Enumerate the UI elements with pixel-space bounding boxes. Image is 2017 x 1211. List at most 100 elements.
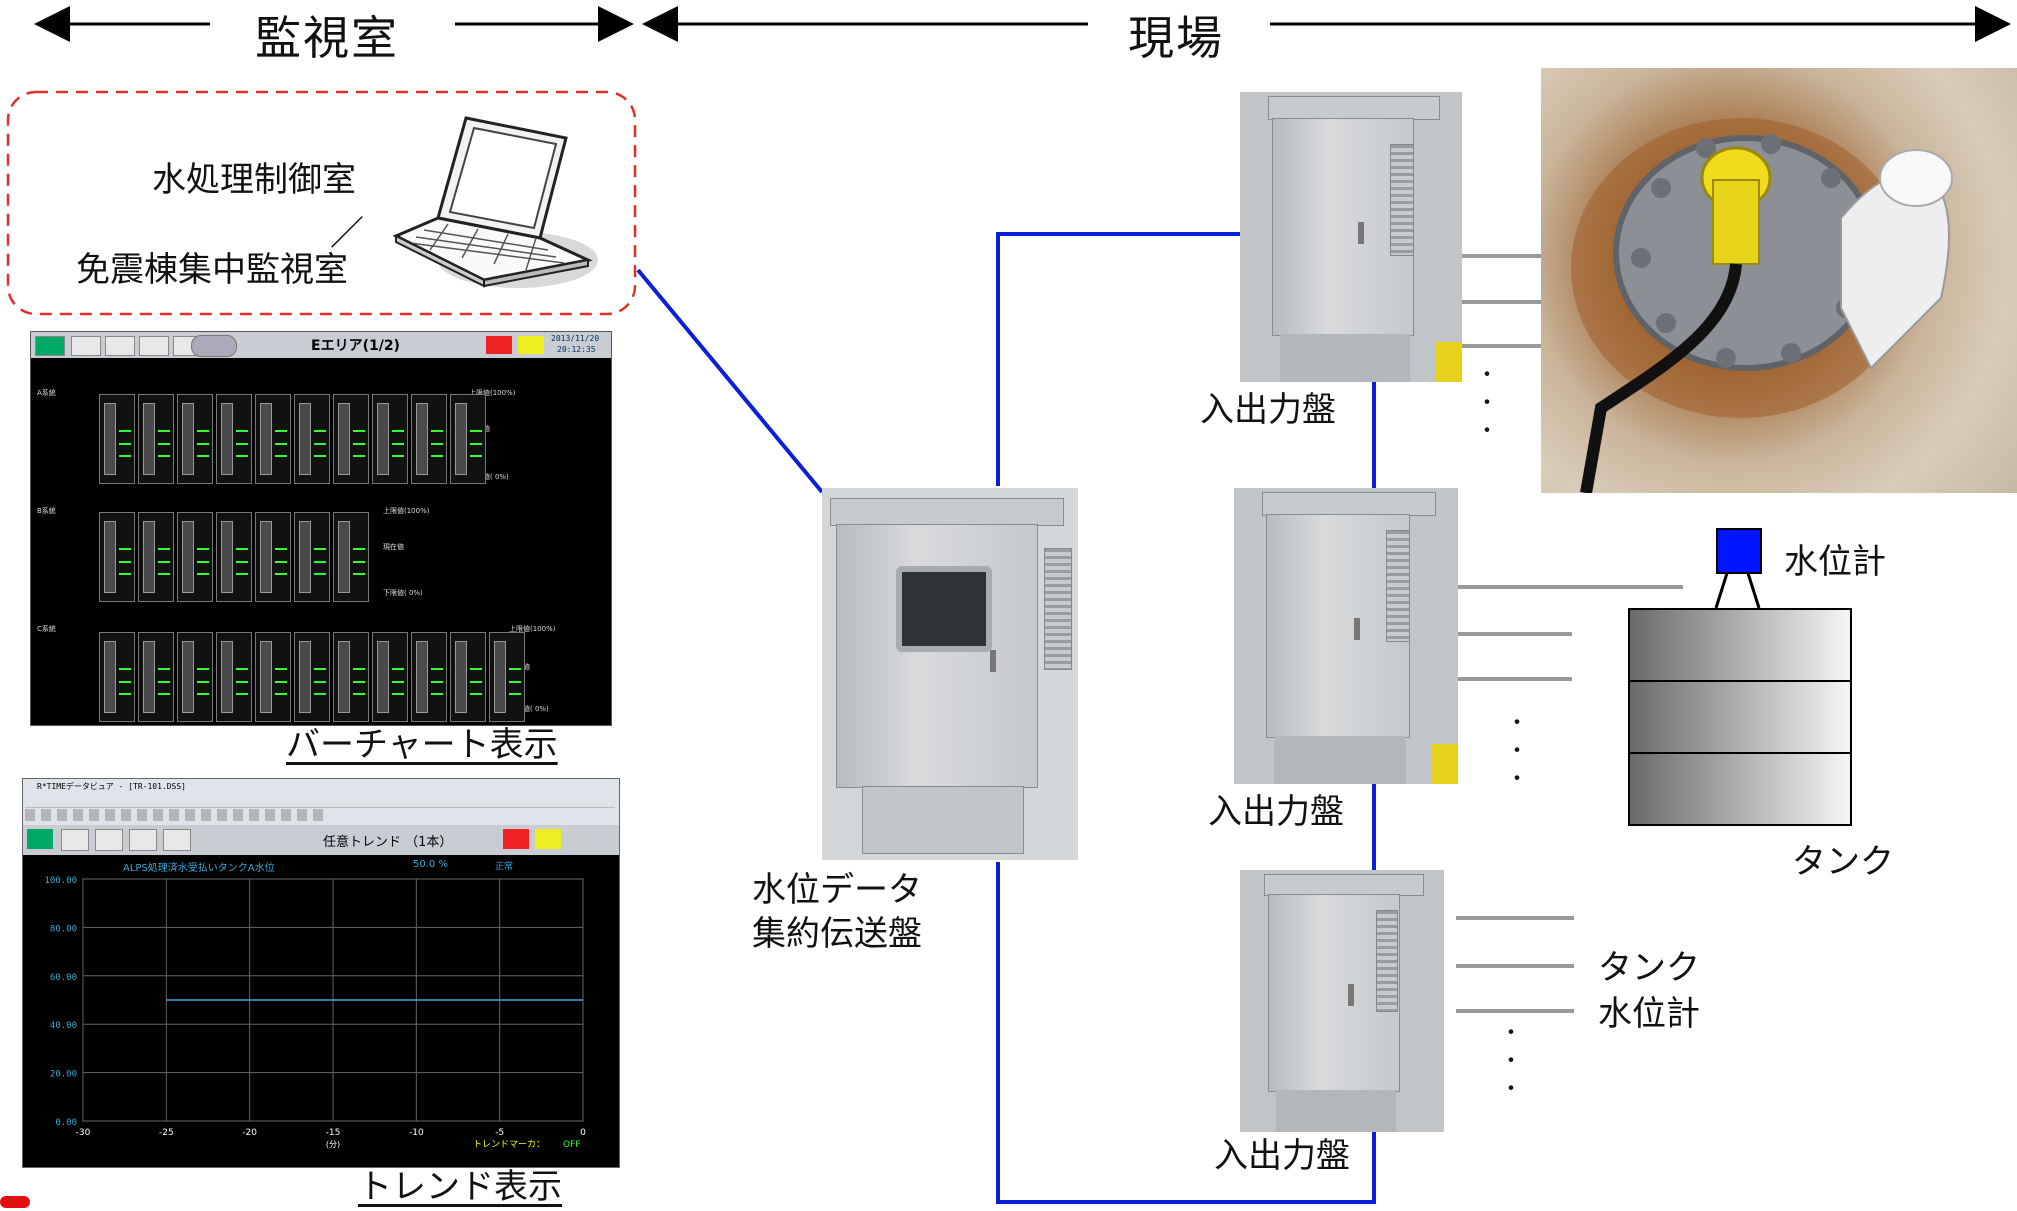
bar-screen-title: Eエリア(1/2) [311,338,400,354]
ellipsis-1: ・ ・ ・ [1476,363,1499,444]
room-label-seismic-building: 免震棟集中監視室 [76,250,348,290]
gauge-0-8 [411,394,447,484]
row-label-b: B系統 [37,507,56,515]
level-sensor [1716,528,1762,574]
status-lower-a: 下限値( 0%) [469,473,509,481]
trend-series-value: 50.0 % [413,859,448,870]
io-panel-3-label: 入出力盤 [1214,1136,1350,1176]
trend-x-tick: -30 [76,1128,91,1138]
gauge-0-4 [255,394,291,484]
gauge-2-2 [177,632,213,722]
trend-x-tick: 0 [580,1128,586,1138]
network-trunk [996,232,1244,486]
gauge-1-0 [99,512,135,602]
status-lower-c: 下限値( 0%) [509,705,549,713]
status-upper-b: 上限値(100%) [383,507,430,515]
gauge-2-0 [99,632,135,722]
bar-screen-toolbar: Eエリア(1/2) 2013/11/20 20:12:35 [31,332,611,358]
ellipsis-3: ・ ・ ・ [1500,1021,1523,1102]
trend-window-bar: R*TIMEデータビュア - [TR-101.DSS] [23,779,619,826]
level-gauge-photo [1541,68,2017,493]
gauge-0-3 [216,394,252,484]
status-lower-b: 下限値( 0%) [383,589,423,597]
ellipsis-2: ・ ・ ・ [1506,711,1529,792]
status-upper-a: 上限値(100%) [469,389,516,397]
gauge-0-9 [450,394,486,484]
trend-plot: 100.0080.0060.0040.0020.000.00-30-25-20-… [44,876,586,1150]
trend-y-tick: 20.00 [50,1070,77,1080]
io-panel-1-label: 入出力盤 [1200,390,1336,430]
bar-chart-screen: Eエリア(1/2) 2013/11/20 20:12:35 A系統 B系統 C系… [30,331,612,726]
trend-x-tick: -15 [326,1128,341,1138]
monitor-room-box [6,90,637,316]
bar-chart-caption: バーチャート表示 [286,725,558,765]
tank [1628,608,1852,826]
gauge-2-3 [216,632,252,722]
trend-y-tick: 0.00 [55,1118,77,1128]
room-label-water-control: 水処理制御室 [152,160,356,200]
gauge-1-1 [138,512,174,602]
trend-series-label: ALPS処理済水受払いタンクA水位 [123,863,275,874]
gauge-2-9 [450,632,486,722]
trend-y-tick: 40.00 [50,1021,77,1031]
io-panel-1 [1240,92,1462,382]
gauge-2-8 [411,632,447,722]
gauge-1-6 [333,512,369,602]
trend-y-tick: 80.00 [50,924,77,934]
trend-x-tick: -25 [159,1128,174,1138]
status-upper-c: 上限値(100%) [509,625,556,633]
gauge-1-2 [177,512,213,602]
trend-marker-label: トレンドマーカ： [473,1139,545,1150]
tank-section-1 [1628,608,1852,682]
trend-x-tick: -10 [409,1128,424,1138]
row-label-c: C系統 [37,625,56,633]
gauge-0-1 [138,394,174,484]
room-label-slash: ／ [330,214,364,254]
bar-screen-date: 2013/11/20 [551,334,600,343]
tank-gauge-label-2: 水位計 [1598,994,1700,1034]
gauge-1-4 [255,512,291,602]
tank-section-3 [1628,752,1852,826]
trend-x-unit: (分) [326,1140,340,1149]
gauge-2-4 [255,632,291,722]
header-field: 現場 [1128,11,1224,65]
gauge-0-6 [333,394,369,484]
trend-y-tick: 100.00 [44,876,77,886]
level-gauge-label: 水位計 [1784,542,1886,582]
gauge-1-3 [216,512,252,602]
network-link-monitor [636,268,824,494]
trend-caption: トレンド表示 [358,1167,562,1207]
gauge-0-5 [294,394,330,484]
trend-y-tick: 60.00 [50,973,77,983]
network-bus [996,380,1376,1204]
gauge-2-1 [138,632,174,722]
status-current-b: 現在値 [383,543,404,551]
gauge-0-7 [372,394,408,484]
tank-gauge-label-1: タンク [1598,948,1700,988]
row-label-a: A系統 [37,389,56,397]
trend-window-title: R*TIMEデータビュア - [TR-101.DSS] [37,782,186,791]
aggregator-label-2: 集約伝送盤 [752,914,922,954]
tank-section-2 [1628,680,1852,754]
corner-mark [0,1196,30,1208]
aggregator-label-1: 水位データ [752,870,922,910]
bar-screen-time: 20:12:35 [557,345,596,354]
aggregator-cabinet [822,488,1078,860]
gauge-2-10 [489,632,525,722]
trend-marker-state: OFF [563,1140,580,1150]
gauge-2-7 [372,632,408,722]
laptop-icon [392,116,598,288]
trend-x-tick: -5 [495,1128,504,1138]
gauge-0-2 [177,394,213,484]
gauge-2-5 [294,632,330,722]
trend-title: 任意トレンド （1本） [323,835,453,850]
io-panel-2 [1234,488,1458,784]
header-monitor-room: 監視室 [255,11,399,65]
gauge-2-6 [333,632,369,722]
tank-label: タンク [1792,842,1894,882]
trend-screen: R*TIMEデータビュア - [TR-101.DSS] 任意トレンド （1本） … [22,778,620,1168]
gauge-0-0 [99,394,135,484]
io-panel-3 [1240,870,1444,1132]
trend-toolbar: 任意トレンド （1本） [23,825,619,855]
